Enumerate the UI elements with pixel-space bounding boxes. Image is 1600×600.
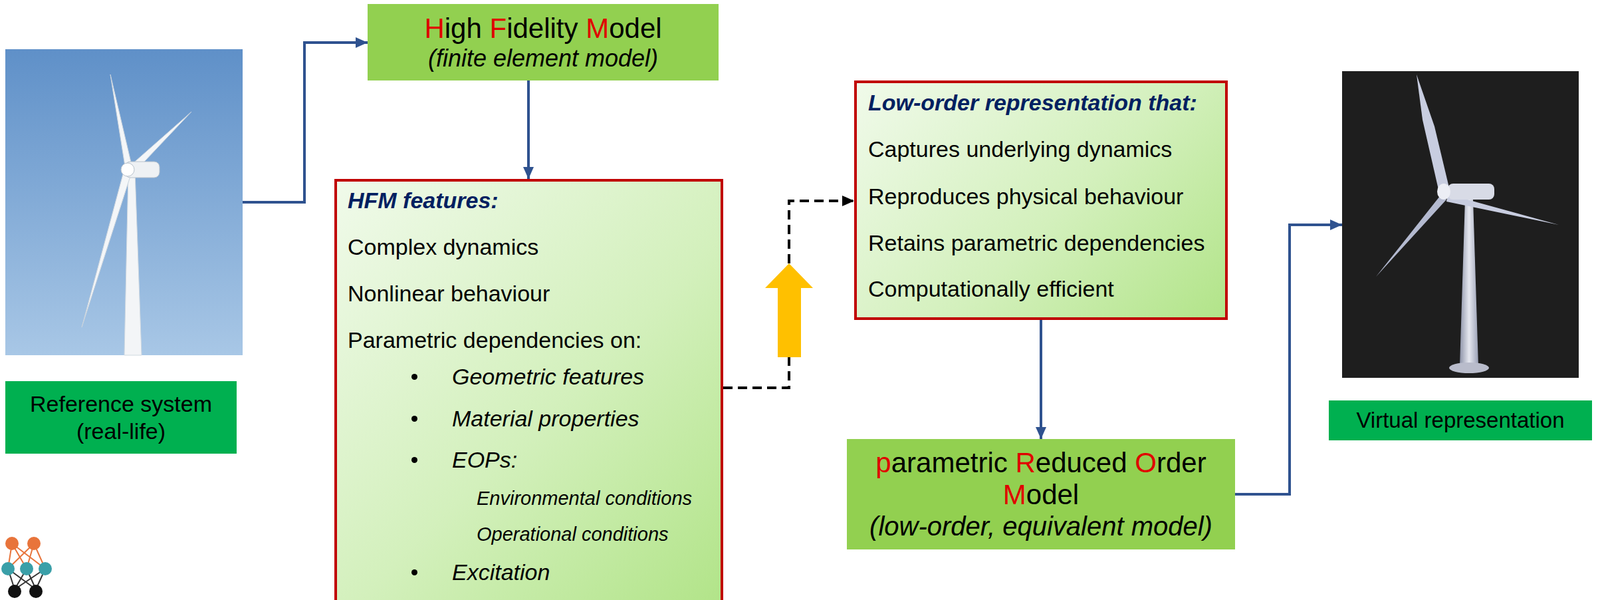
box-title: parametric Reduced Order Model bbox=[868, 446, 1214, 512]
network-logo bbox=[1, 536, 52, 598]
bullet-text: EOPs: bbox=[452, 446, 518, 474]
bullet-dot bbox=[411, 456, 418, 463]
yellow-up-arrow bbox=[765, 263, 813, 357]
list-text: Complex dynamics bbox=[347, 233, 539, 261]
box-subtitle: (finite element model) bbox=[428, 44, 659, 72]
caption-box: Virtual representation bbox=[1328, 400, 1593, 441]
list-text: Nonlinear behaviour bbox=[347, 279, 550, 308]
caption-text: Reference system (real-life) bbox=[13, 390, 229, 445]
initial-letter: H bbox=[424, 12, 445, 44]
model-box: parametric Reduced Order Model(low-order… bbox=[846, 438, 1236, 550]
connector-arrow bbox=[1039, 319, 1043, 439]
initial-letter: p bbox=[875, 446, 891, 478]
box-heading: HFM features: bbox=[347, 186, 499, 215]
initial-letter: O bbox=[1134, 446, 1157, 478]
turbine-photo bbox=[5, 49, 243, 355]
model-box: High Fidelity Model(finite element model… bbox=[367, 3, 719, 81]
list-text: Parametric dependencies on: bbox=[347, 326, 642, 354]
initial-letter: M bbox=[585, 12, 609, 44]
list-text: Operational conditions bbox=[476, 522, 669, 546]
list-text: Retains parametric dependencies bbox=[868, 229, 1206, 257]
bullet-text: Material properties bbox=[452, 404, 640, 433]
connector-arrow bbox=[1235, 224, 1343, 494]
connector-arrow bbox=[527, 80, 530, 179]
caption-box: Reference system (real-life) bbox=[5, 380, 237, 454]
list-text: Captures underlying dynamics bbox=[868, 135, 1172, 163]
turbine-render bbox=[1342, 71, 1579, 378]
box-subtitle: (low-order, equivalent model) bbox=[869, 510, 1213, 542]
feature-box: HFM features: Complex dynamicsNonlinear b… bbox=[334, 178, 724, 600]
bullet-dot bbox=[411, 569, 418, 575]
bullet-text: Excitation bbox=[452, 558, 550, 586]
figure-node: Reference system (real-life) bbox=[5, 49, 243, 454]
list-text: Computationally efficient bbox=[868, 275, 1115, 303]
initial-letter: M bbox=[1003, 478, 1027, 510]
initial-letter: F bbox=[489, 12, 507, 44]
feature-box: Low-order representation that: Captures u… bbox=[854, 80, 1228, 320]
box-title: High Fidelity Model bbox=[424, 12, 662, 45]
caption-text: Virtual representation bbox=[1356, 406, 1565, 434]
bullet-dot bbox=[411, 415, 418, 422]
box-heading: Low-order representation that: bbox=[868, 89, 1198, 117]
connector-arrow bbox=[242, 42, 368, 203]
list-text: Reproduces physical behaviour bbox=[868, 182, 1184, 211]
list-text: Environmental conditions bbox=[476, 486, 692, 510]
bullet-dot bbox=[411, 373, 418, 380]
dashed-arrow bbox=[723, 200, 855, 388]
initial-letter: R bbox=[1015, 446, 1035, 478]
figure-node: Virtual representation bbox=[1342, 71, 1579, 441]
bullet-text: Geometric features bbox=[452, 362, 645, 391]
